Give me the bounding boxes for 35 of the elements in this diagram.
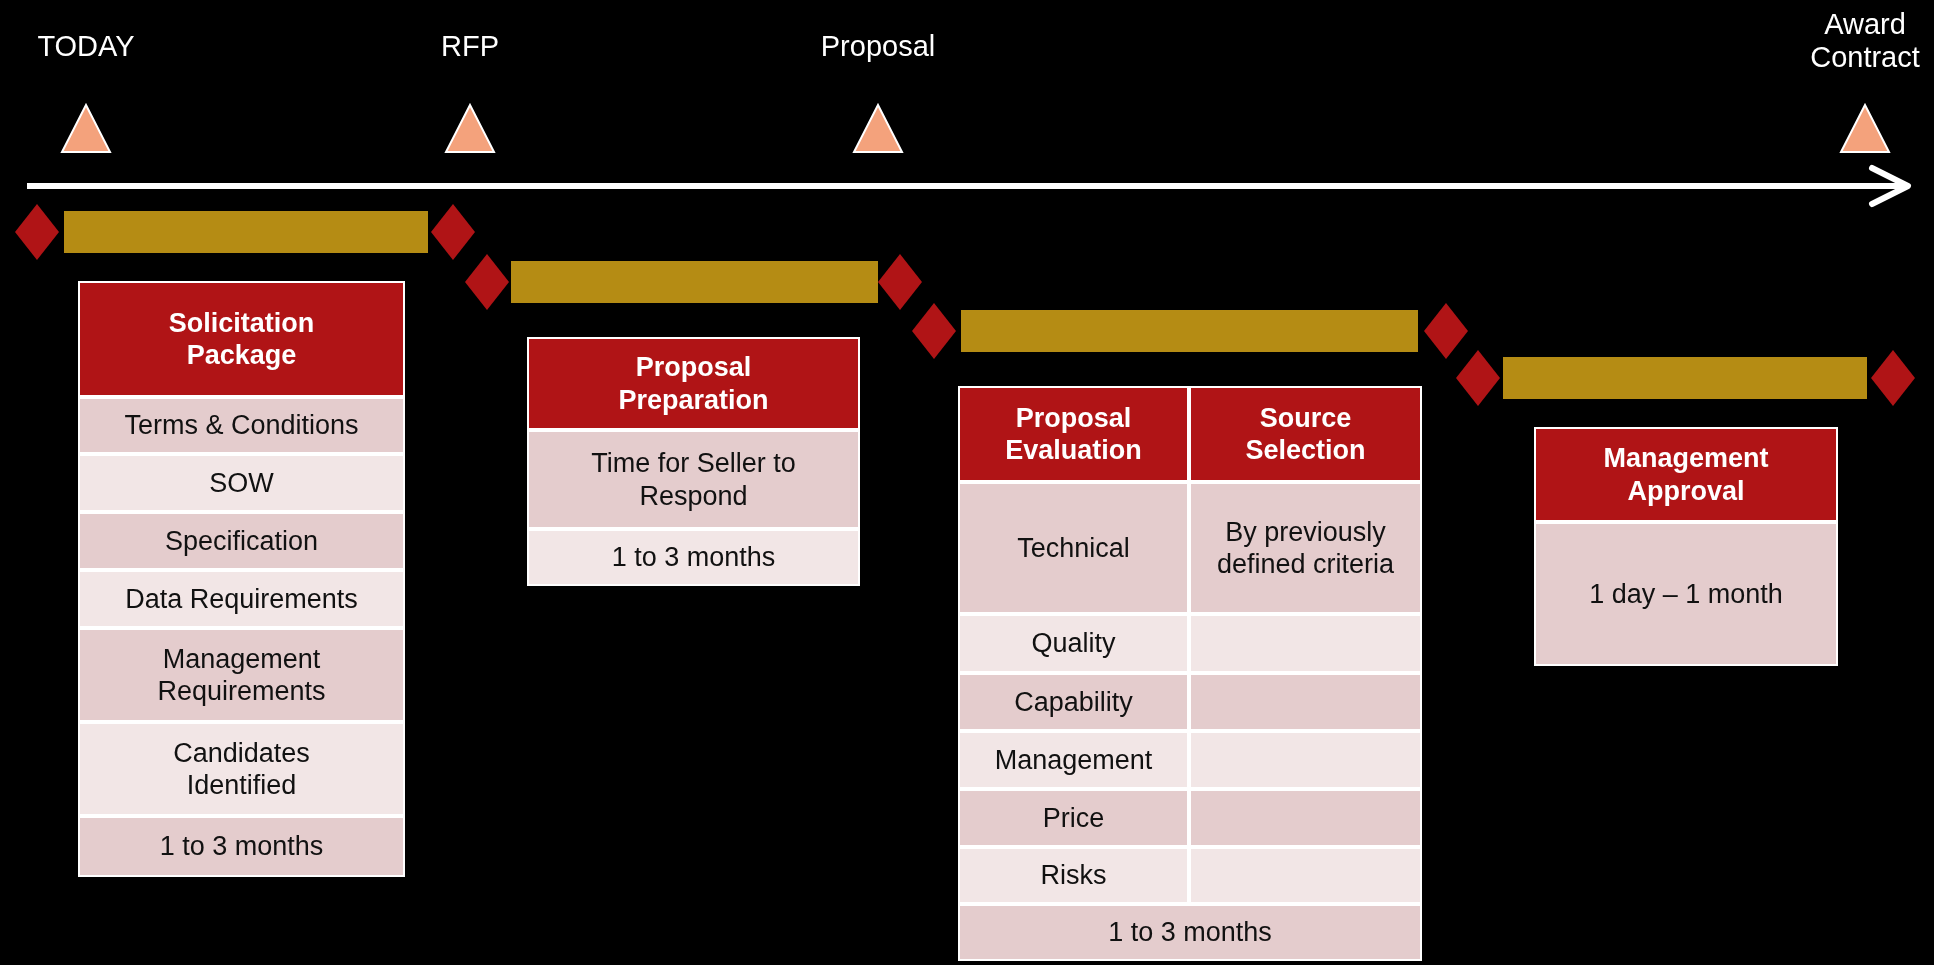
- table-header: Solicitation Package: [80, 283, 403, 395]
- table-cell: 1 to 3 months: [960, 906, 1420, 959]
- table: [78, 281, 405, 877]
- table-cell: Management Requirements: [80, 630, 403, 720]
- table-cell: Data Requirements: [80, 572, 403, 626]
- table-cell: Terms & Conditions: [80, 399, 403, 452]
- table-cell: SOW: [80, 456, 403, 510]
- table-cell: 1 to 3 months: [529, 531, 858, 584]
- table-header: Management Approval: [1536, 429, 1836, 520]
- table-cell: 1 to 3 months: [80, 818, 403, 875]
- gantt-bar: [961, 310, 1418, 352]
- table: [1534, 427, 1838, 666]
- gantt-bar: [511, 261, 878, 303]
- table-cell: Capability: [960, 675, 1187, 729]
- milestone-label: Proposal: [819, 30, 937, 64]
- gantt-bar: [1503, 357, 1867, 399]
- table-cell: 1 day – 1 month: [1536, 524, 1836, 664]
- table-cell: Candidates Identified: [80, 724, 403, 814]
- table-header: Source Selection: [1191, 388, 1420, 480]
- table: [527, 337, 860, 586]
- table-cell: Quality: [960, 616, 1187, 671]
- table-header: Proposal Preparation: [529, 339, 858, 428]
- table-cell: By previously defined criteria: [1191, 484, 1420, 612]
- milestone-label: Award Contract: [1809, 8, 1921, 75]
- table-cell: Management: [960, 733, 1187, 787]
- milestone-label: TODAY: [36, 30, 136, 64]
- table-cell: Specification: [80, 514, 403, 568]
- table-cell: Risks: [960, 849, 1187, 902]
- table-cell: Time for Seller to Respond: [529, 432, 858, 527]
- table: [958, 386, 1422, 961]
- table-header: Proposal Evaluation: [960, 388, 1187, 480]
- milestone-label: RFP: [440, 30, 500, 64]
- table-cell: Price: [960, 791, 1187, 845]
- gantt-bar: [64, 211, 428, 253]
- table-cell: Technical: [960, 484, 1187, 612]
